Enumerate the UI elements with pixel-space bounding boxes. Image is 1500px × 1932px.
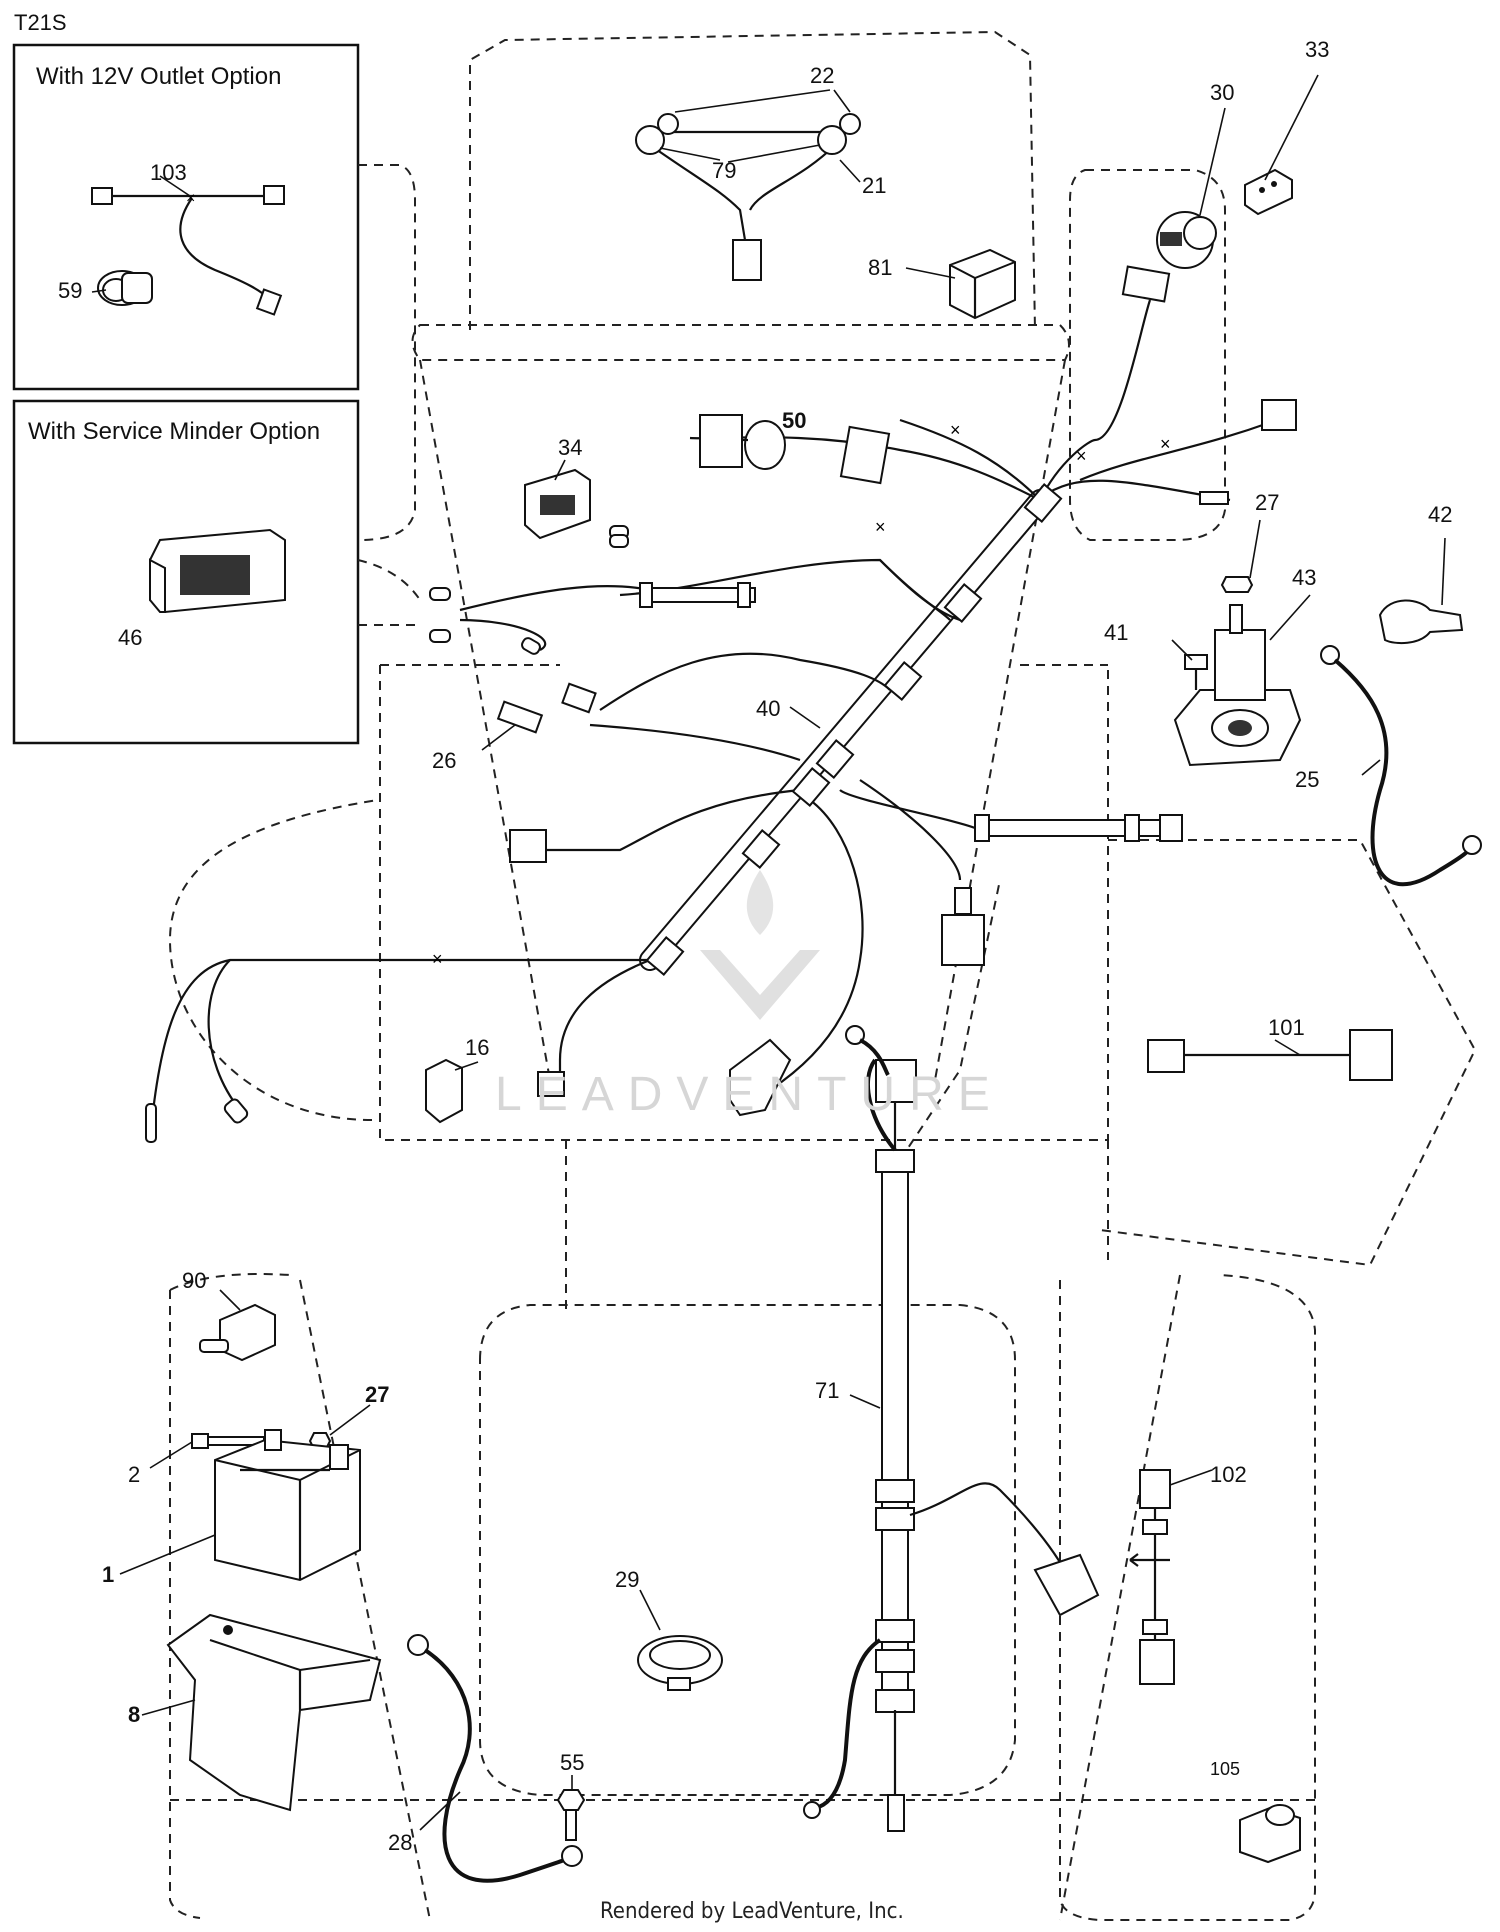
part-8-battery-tray[interactable] — [166, 1613, 382, 1812]
part-90-connector[interactable] — [199, 1303, 276, 1362]
callout-27-battery-nut: 27 — [365, 1382, 389, 1407]
part-50-pto-switch[interactable] — [699, 414, 786, 470]
callout-2: 2 — [128, 1462, 140, 1487]
part-105-switch[interactable] — [1239, 1804, 1301, 1864]
outlet-option-title: With 12V Outlet Option — [36, 63, 281, 90]
outlet-option-box: With 12V Outlet Option × — [12, 43, 360, 391]
callout-71: 71 — [815, 1378, 839, 1403]
part-40-main-harness[interactable]: × × × × × — [145, 265, 1297, 1143]
callout-26: 26 — [432, 748, 456, 773]
part-41-bolt[interactable] — [1184, 654, 1208, 690]
part-1-battery[interactable] — [214, 1429, 361, 1582]
callout-105: 105 — [1210, 1759, 1240, 1779]
part-59-12v-outlet[interactable] — [97, 270, 153, 306]
callout-90: 90 — [182, 1268, 206, 1293]
callout-25: 25 — [1295, 767, 1319, 792]
callout-21: 21 — [862, 173, 886, 198]
callout-labels: 22 79 21 81 30 33 50 34 27 42 43 41 40 2… — [58, 37, 1452, 1855]
callout-103: 103 — [150, 160, 187, 185]
part-22-headlight-bulb-left[interactable] — [635, 113, 679, 155]
part-30-ignition-switch[interactable] — [1156, 211, 1217, 269]
svg-text:×: × — [875, 517, 886, 537]
part-81-relay[interactable] — [949, 248, 1016, 320]
callout-40: 40 — [756, 696, 780, 721]
callout-59: 59 — [58, 278, 82, 303]
part-103-outlet-harness[interactable]: × — [91, 185, 285, 316]
callout-43: 43 — [1292, 565, 1316, 590]
callout-101: 101 — [1268, 1015, 1305, 1040]
callout-42: 42 — [1428, 502, 1452, 527]
callout-1: 1 — [102, 1562, 114, 1587]
page-code: T21S — [14, 10, 67, 35]
part-29-grommet[interactable] — [637, 1635, 723, 1691]
callout-46: 46 — [118, 625, 142, 650]
part-21-headlight-harness[interactable] — [649, 130, 836, 281]
watermark: LEADVENTURE — [495, 870, 1004, 1121]
callout-30: 30 — [1210, 80, 1234, 105]
callout-34: 34 — [558, 435, 582, 460]
callout-55: 55 — [560, 1750, 584, 1775]
callout-81: 81 — [868, 255, 892, 280]
callout-8: 8 — [128, 1702, 140, 1727]
part-34-switch[interactable] — [524, 468, 591, 540]
part-27-nut-solenoid[interactable] — [1220, 576, 1254, 593]
callout-41: 41 — [1104, 620, 1128, 645]
part-55-bolt[interactable] — [556, 1789, 586, 1841]
part-46-service-minder[interactable] — [149, 528, 286, 614]
part-22-headlight-bulb-right[interactable] — [817, 113, 861, 155]
callout-79: 79 — [712, 158, 736, 183]
part-42-boot[interactable] — [1378, 599, 1464, 645]
part-101-harness[interactable] — [1147, 1029, 1393, 1081]
callout-27-solenoid-nut: 27 — [1255, 490, 1279, 515]
service-minder-option-box: With Service Minder Option — [12, 399, 360, 745]
callout-16: 16 — [465, 1035, 489, 1060]
callout-50: 50 — [782, 408, 806, 433]
callout-22: 22 — [810, 63, 834, 88]
svg-text:×: × — [1076, 446, 1087, 466]
part-43-starter-solenoid[interactable] — [1173, 604, 1302, 767]
part-26-fuse[interactable] — [496, 700, 544, 734]
part-33-key[interactable] — [1244, 168, 1293, 216]
svg-text:×: × — [1160, 434, 1171, 454]
part-28-ground-cable[interactable] — [407, 1634, 583, 1883]
chassis-outlines — [168, 30, 1477, 1921]
callout-102: 102 — [1210, 1462, 1247, 1487]
svg-text:×: × — [432, 949, 443, 969]
part-102-harness[interactable] — [1129, 1469, 1175, 1685]
watermark-text: LEADVENTURE — [495, 1068, 1004, 1121]
callout-29: 29 — [615, 1567, 639, 1592]
svg-text:×: × — [950, 420, 961, 440]
part-16-connector[interactable] — [425, 1058, 463, 1124]
callout-33: 33 — [1305, 37, 1329, 62]
minder-option-title: With Service Minder Option — [28, 418, 320, 445]
leader-lines — [91, 74, 1446, 1831]
callout-28: 28 — [388, 1830, 412, 1855]
footer-credit: Rendered by LeadVenture, Inc. — [600, 1899, 904, 1924]
svg-text:×: × — [186, 190, 195, 207]
part-71-rear-harness[interactable] — [803, 1025, 1100, 1832]
part-25-battery-cable[interactable] — [1320, 645, 1482, 887]
